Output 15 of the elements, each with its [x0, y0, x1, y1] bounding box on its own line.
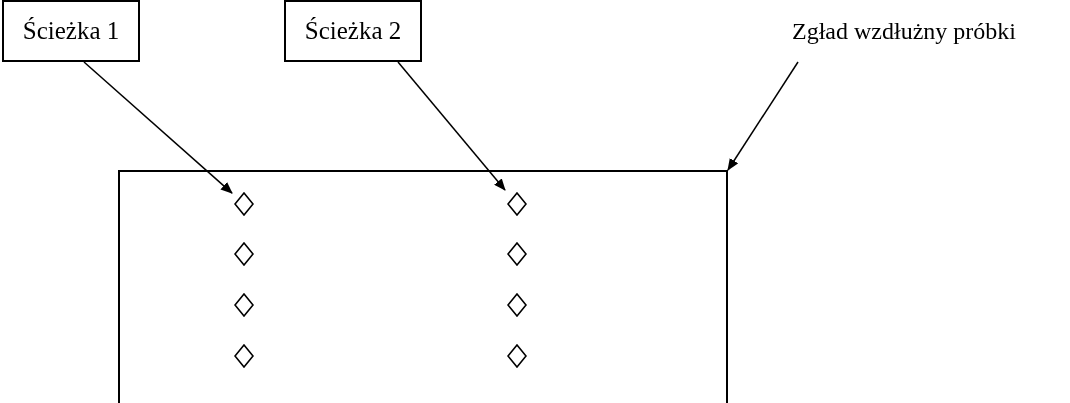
leader-line	[727, 61, 799, 171]
indent-mark	[234, 344, 254, 368]
label-box: Ścieżka 1	[2, 0, 140, 62]
indent-mark	[234, 293, 254, 317]
indent-mark	[507, 293, 527, 317]
indent-mark	[507, 344, 527, 368]
indent-mark	[507, 192, 527, 216]
indent-mark	[234, 192, 254, 216]
label-box: Ścieżka 2	[284, 0, 422, 62]
sample-outline	[118, 170, 728, 403]
arrow	[83, 61, 233, 194]
indent-mark	[507, 242, 527, 266]
indent-mark	[234, 242, 254, 266]
callout-text: Zgład wzdłużny próbki	[792, 18, 1062, 58]
arrow	[397, 61, 506, 191]
